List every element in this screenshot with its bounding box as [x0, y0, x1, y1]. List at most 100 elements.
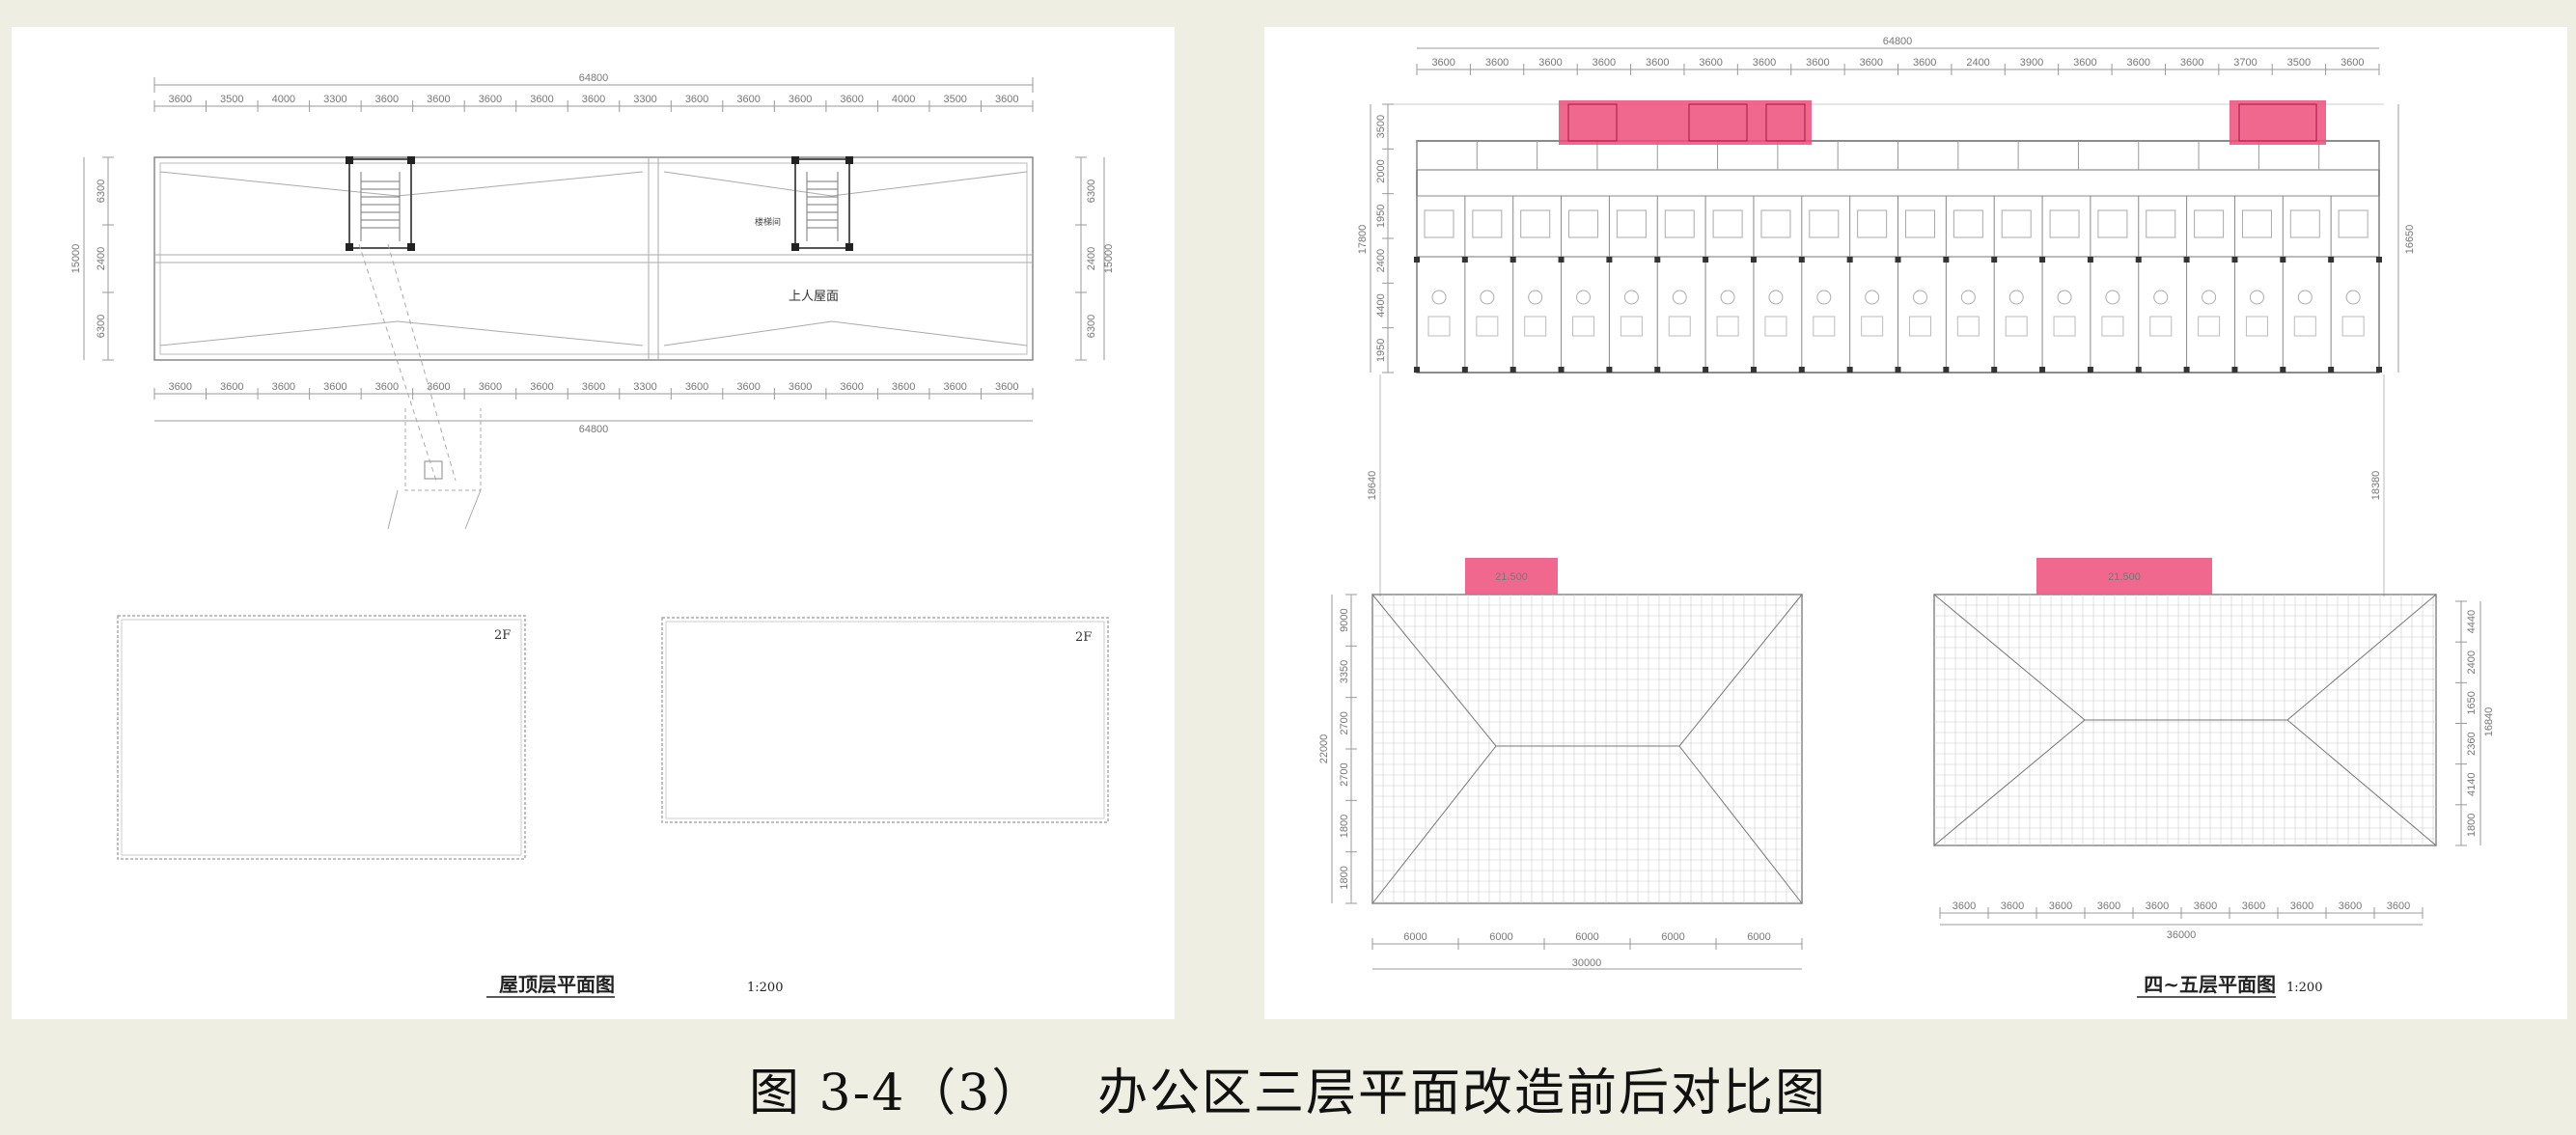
right-total-dim: 15000	[1103, 244, 1115, 274]
roof-tag-left: 21.500	[1495, 571, 1528, 583]
dimension-label: 2400	[2466, 651, 2478, 674]
dimension-label: 3600	[995, 94, 1018, 105]
dimension-label: 4440	[2466, 610, 2478, 633]
dimension-label: 3600	[2001, 900, 2024, 912]
dimension-label: 3600	[2341, 57, 2364, 69]
dimension-label: 3300	[323, 94, 346, 105]
roof-tag-right: 21.500	[2108, 571, 2141, 583]
dimension-label: 6000	[1747, 931, 1770, 943]
dimension-label: 3600	[375, 381, 399, 393]
roof-left-bottom-total: 30000	[1572, 957, 1602, 969]
dimension-label: 3600	[427, 381, 450, 393]
roof-plan-title: 屋顶层平面图	[499, 973, 615, 996]
dimension-label: 3600	[840, 94, 863, 105]
dimension-label: 3600	[2097, 900, 2120, 912]
dimension-label: 3600	[2073, 57, 2096, 69]
dimension-label: 3600	[1806, 57, 1829, 69]
overall-dimension-top: 64800	[1883, 36, 1913, 47]
roof-left-bottom-dimension-chain: 6000 6000 6000 6000 6000	[1371, 931, 1803, 950]
dimension-label: 3600	[2049, 900, 2072, 912]
second-floor-outline-right	[661, 617, 1109, 823]
dimension-label: 3500	[2287, 57, 2311, 69]
right-total-dim: 16650	[2404, 225, 2416, 255]
dimension-label: 2700	[1339, 711, 1350, 734]
dimension-label: 2400	[1375, 249, 1387, 272]
dimension-label: 9000	[1339, 608, 1350, 631]
dimension-label: 3600	[1538, 57, 1562, 69]
dimension-label: 3600	[2146, 900, 2169, 912]
highlight-roof-tag-right	[2036, 558, 2212, 595]
dimension-label: 3600	[1860, 57, 1883, 69]
upper-floor-plan-drawing: 64800 3600 3600 3600 3600 3600 3600 3600 3600 36…	[1318, 36, 2495, 998]
dimension-label: 1800	[1339, 815, 1350, 838]
dimension-label: 3600	[582, 94, 605, 105]
roof-left-tile-grid	[1372, 595, 1802, 903]
dimension-label: 3600	[1431, 57, 1454, 69]
roof-plan-scale: 1:200	[747, 981, 783, 995]
room-grid	[1414, 141, 2382, 373]
dimension-label: 3600	[272, 381, 295, 393]
dimension-label: 3700	[2233, 57, 2257, 69]
dimension-label: 3600	[892, 381, 915, 393]
dimension-label: 2400	[96, 247, 107, 270]
dimension-label: 3600	[2290, 900, 2313, 912]
dimension-label: 3600	[1753, 57, 1776, 69]
dimension-label: 3600	[685, 94, 708, 105]
roof-right-bottom-total: 36000	[2167, 929, 2197, 941]
upper-floor-plan-panel: 64800 3600 3600 3600 3600 3600 3600 3600 3600 36…	[1264, 27, 2567, 1019]
dimension-label: 1800	[2466, 814, 2478, 837]
stair-label: 楼梯间	[755, 216, 781, 228]
stair-core-2	[794, 158, 850, 249]
dimension-label: 4000	[272, 94, 295, 105]
dimension-label: 3600	[530, 94, 553, 105]
roof-outline	[153, 156, 1034, 361]
dimension-label: 6300	[96, 315, 107, 338]
dimension-label: 3600	[943, 381, 966, 393]
dimension-label: 3600	[2387, 900, 2410, 912]
highlight-stair-core-left	[1559, 100, 1812, 145]
dimension-label: 1650	[2466, 691, 2478, 714]
floor-tag-right: 2F	[1075, 630, 1092, 645]
dimension-label: 2400	[1086, 247, 1097, 270]
dimension-label: 3600	[169, 94, 192, 105]
dimension-label: 3600	[840, 381, 863, 393]
dimension-label: 3600	[427, 94, 450, 105]
highlight-roof-tag-left	[1465, 558, 1558, 595]
dimension-label: 6000	[1575, 931, 1598, 943]
dimension-label: 3500	[943, 94, 966, 105]
dimension-label: 3600	[169, 381, 192, 393]
dimension-label: 3600	[530, 381, 553, 393]
dimension-label: 3600	[323, 381, 346, 393]
roof-left-total: 22000	[1318, 734, 1330, 764]
dimension-label: 3600	[2127, 57, 2150, 69]
left-total-dim: 15000	[70, 244, 82, 274]
dimension-label: 3600	[685, 381, 708, 393]
dimension-label: 2360	[2466, 732, 2478, 755]
dimension-label: 3600	[582, 381, 605, 393]
dimension-label: 4140	[2466, 773, 2478, 796]
dimension-label: 6000	[1489, 931, 1512, 943]
dimension-label: 3600	[789, 381, 812, 393]
dimension-label: 6300	[1086, 315, 1097, 338]
dimension-label: 3600	[1953, 900, 1976, 912]
roof-right-tile-grid	[1934, 595, 2436, 845]
upper-floor-plan-scale: 1:200	[2286, 981, 2322, 995]
dimension-label: 3600	[220, 381, 243, 393]
dimension-label: 3600	[995, 381, 1018, 393]
dimension-label: 3600	[789, 94, 812, 105]
dimension-label: 4400	[1375, 293, 1387, 317]
dimension-label: 3350	[1339, 660, 1350, 683]
dimension-label: 6000	[1661, 931, 1684, 943]
roof-right-side-dimension-chain: 4440 2400 1650 2360 4140 1800	[2455, 600, 2478, 846]
dimension-label: 6000	[1403, 931, 1426, 943]
roof-area-label: 上人屋面	[789, 290, 839, 304]
dimension-label: 3600	[1485, 57, 1509, 69]
floor-tag-left: 2F	[494, 628, 511, 643]
dimension-label: 3600	[375, 94, 399, 105]
